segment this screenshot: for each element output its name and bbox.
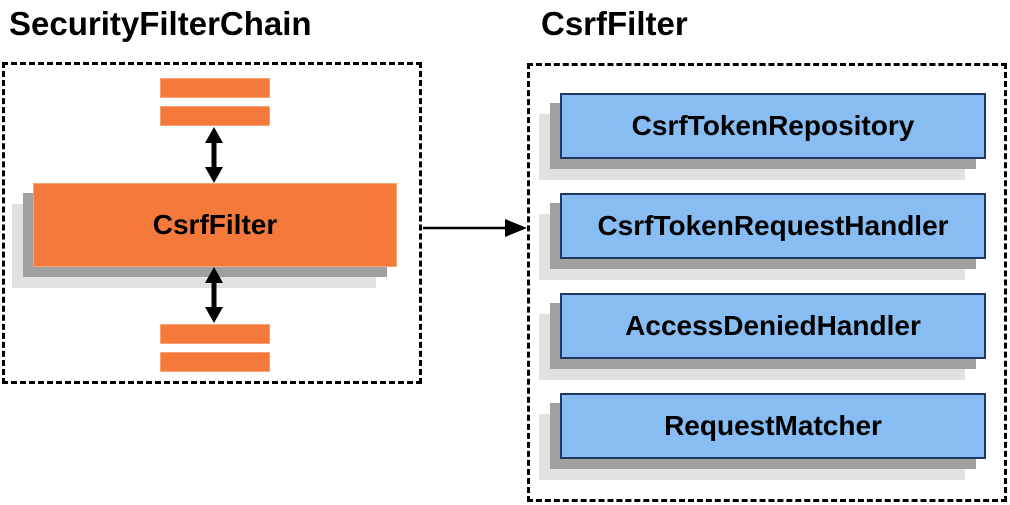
filter-placeholder-bar <box>160 106 270 126</box>
csrf-filter-components-container <box>527 63 1007 502</box>
security-filter-chain-title: SecurityFilterChain <box>9 5 312 42</box>
filter-placeholder-bar <box>160 352 270 372</box>
connector-arrow-icon <box>423 219 527 237</box>
security-filter-chain-container <box>2 62 422 384</box>
filter-placeholder-bar <box>160 324 270 344</box>
component-box-csrf-token-repository: CsrfTokenRepository <box>560 93 986 159</box>
filter-placeholder-bar <box>160 78 270 98</box>
csrf-filter-title: CsrfFilter <box>541 5 688 42</box>
csrf-filter-box: CsrfFilter <box>33 183 397 267</box>
component-box-csrf-token-request-handler: CsrfTokenRequestHandler <box>560 193 986 259</box>
component-box-request-matcher: RequestMatcher <box>560 393 986 459</box>
component-box-access-denied-handler: AccessDeniedHandler <box>560 293 986 359</box>
